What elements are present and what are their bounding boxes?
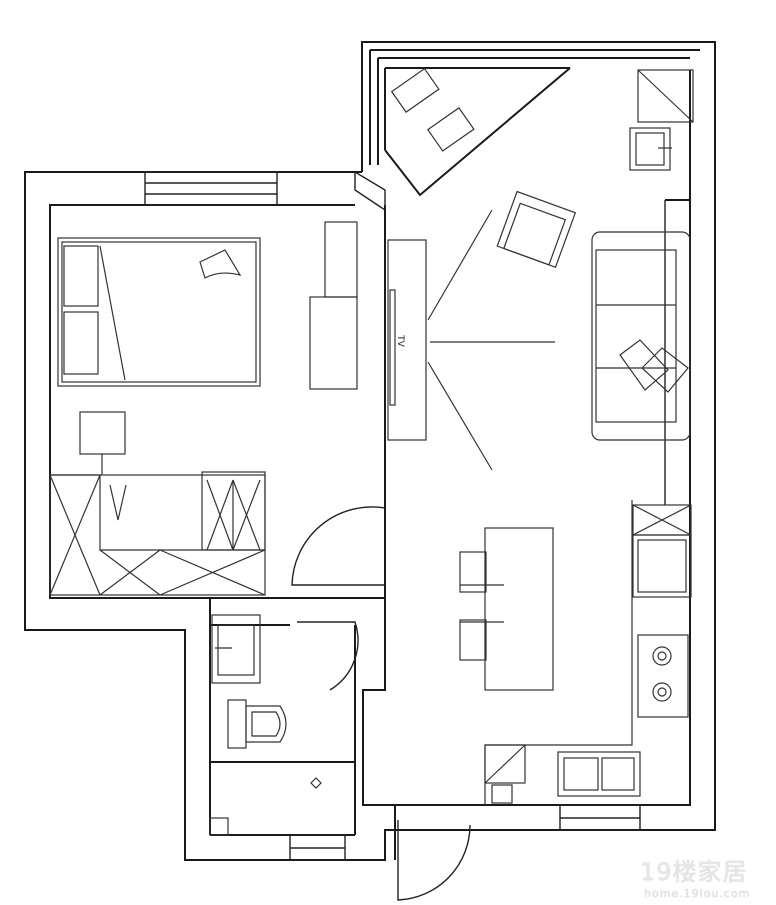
walls (24, 41, 716, 861)
bathroom-fixtures (209, 614, 322, 836)
fridge (632, 534, 692, 598)
wall-column (354, 170, 386, 212)
burner (652, 646, 672, 666)
blanket-fold (99, 245, 126, 381)
utility-sink (629, 127, 671, 171)
bedroom-door (291, 506, 386, 586)
tv-label: TV (394, 335, 405, 347)
blanket-corner (199, 249, 242, 279)
burner (652, 682, 672, 702)
watermark-url: home.19lou.com (644, 887, 751, 900)
toilet-tank (227, 699, 247, 749)
bed (57, 237, 261, 387)
balcony-diagonal (384, 67, 571, 197)
doors (291, 506, 471, 901)
armchair (496, 190, 577, 269)
pillow (63, 311, 99, 375)
living-inner-wall (362, 70, 691, 806)
balcony-cabinet (637, 69, 694, 123)
hanger-mark (109, 484, 127, 521)
stove (637, 634, 689, 718)
watermark: 19楼家居 home.19lou.com (640, 852, 750, 900)
dresser (309, 296, 358, 390)
cushion (619, 339, 669, 391)
corner-cabinet (484, 744, 526, 784)
entry-door (397, 820, 471, 901)
bathroom-door (297, 621, 359, 691)
cushion (641, 347, 689, 393)
dining-table (484, 527, 554, 691)
watermark-brand: 19楼家居 (640, 858, 748, 886)
tv-cabinet (387, 239, 427, 441)
bedroom-window (144, 171, 278, 206)
dining-chair (459, 551, 487, 593)
sofa (591, 231, 691, 441)
stool (79, 411, 126, 455)
balcony-chairs (390, 67, 475, 152)
toilet (245, 705, 287, 743)
windows (144, 171, 641, 861)
bedroom-furniture (49, 221, 358, 596)
floor-drain (310, 777, 322, 789)
outer-wall (24, 41, 716, 861)
kitchen (484, 69, 694, 805)
wardrobe (324, 221, 358, 298)
washbasin (211, 614, 261, 684)
shower-corner (209, 817, 229, 836)
tv (389, 289, 396, 406)
kitchen-sink (557, 751, 641, 797)
living-furniture (387, 67, 691, 691)
pillow (63, 245, 99, 307)
dining-chair (459, 619, 487, 661)
